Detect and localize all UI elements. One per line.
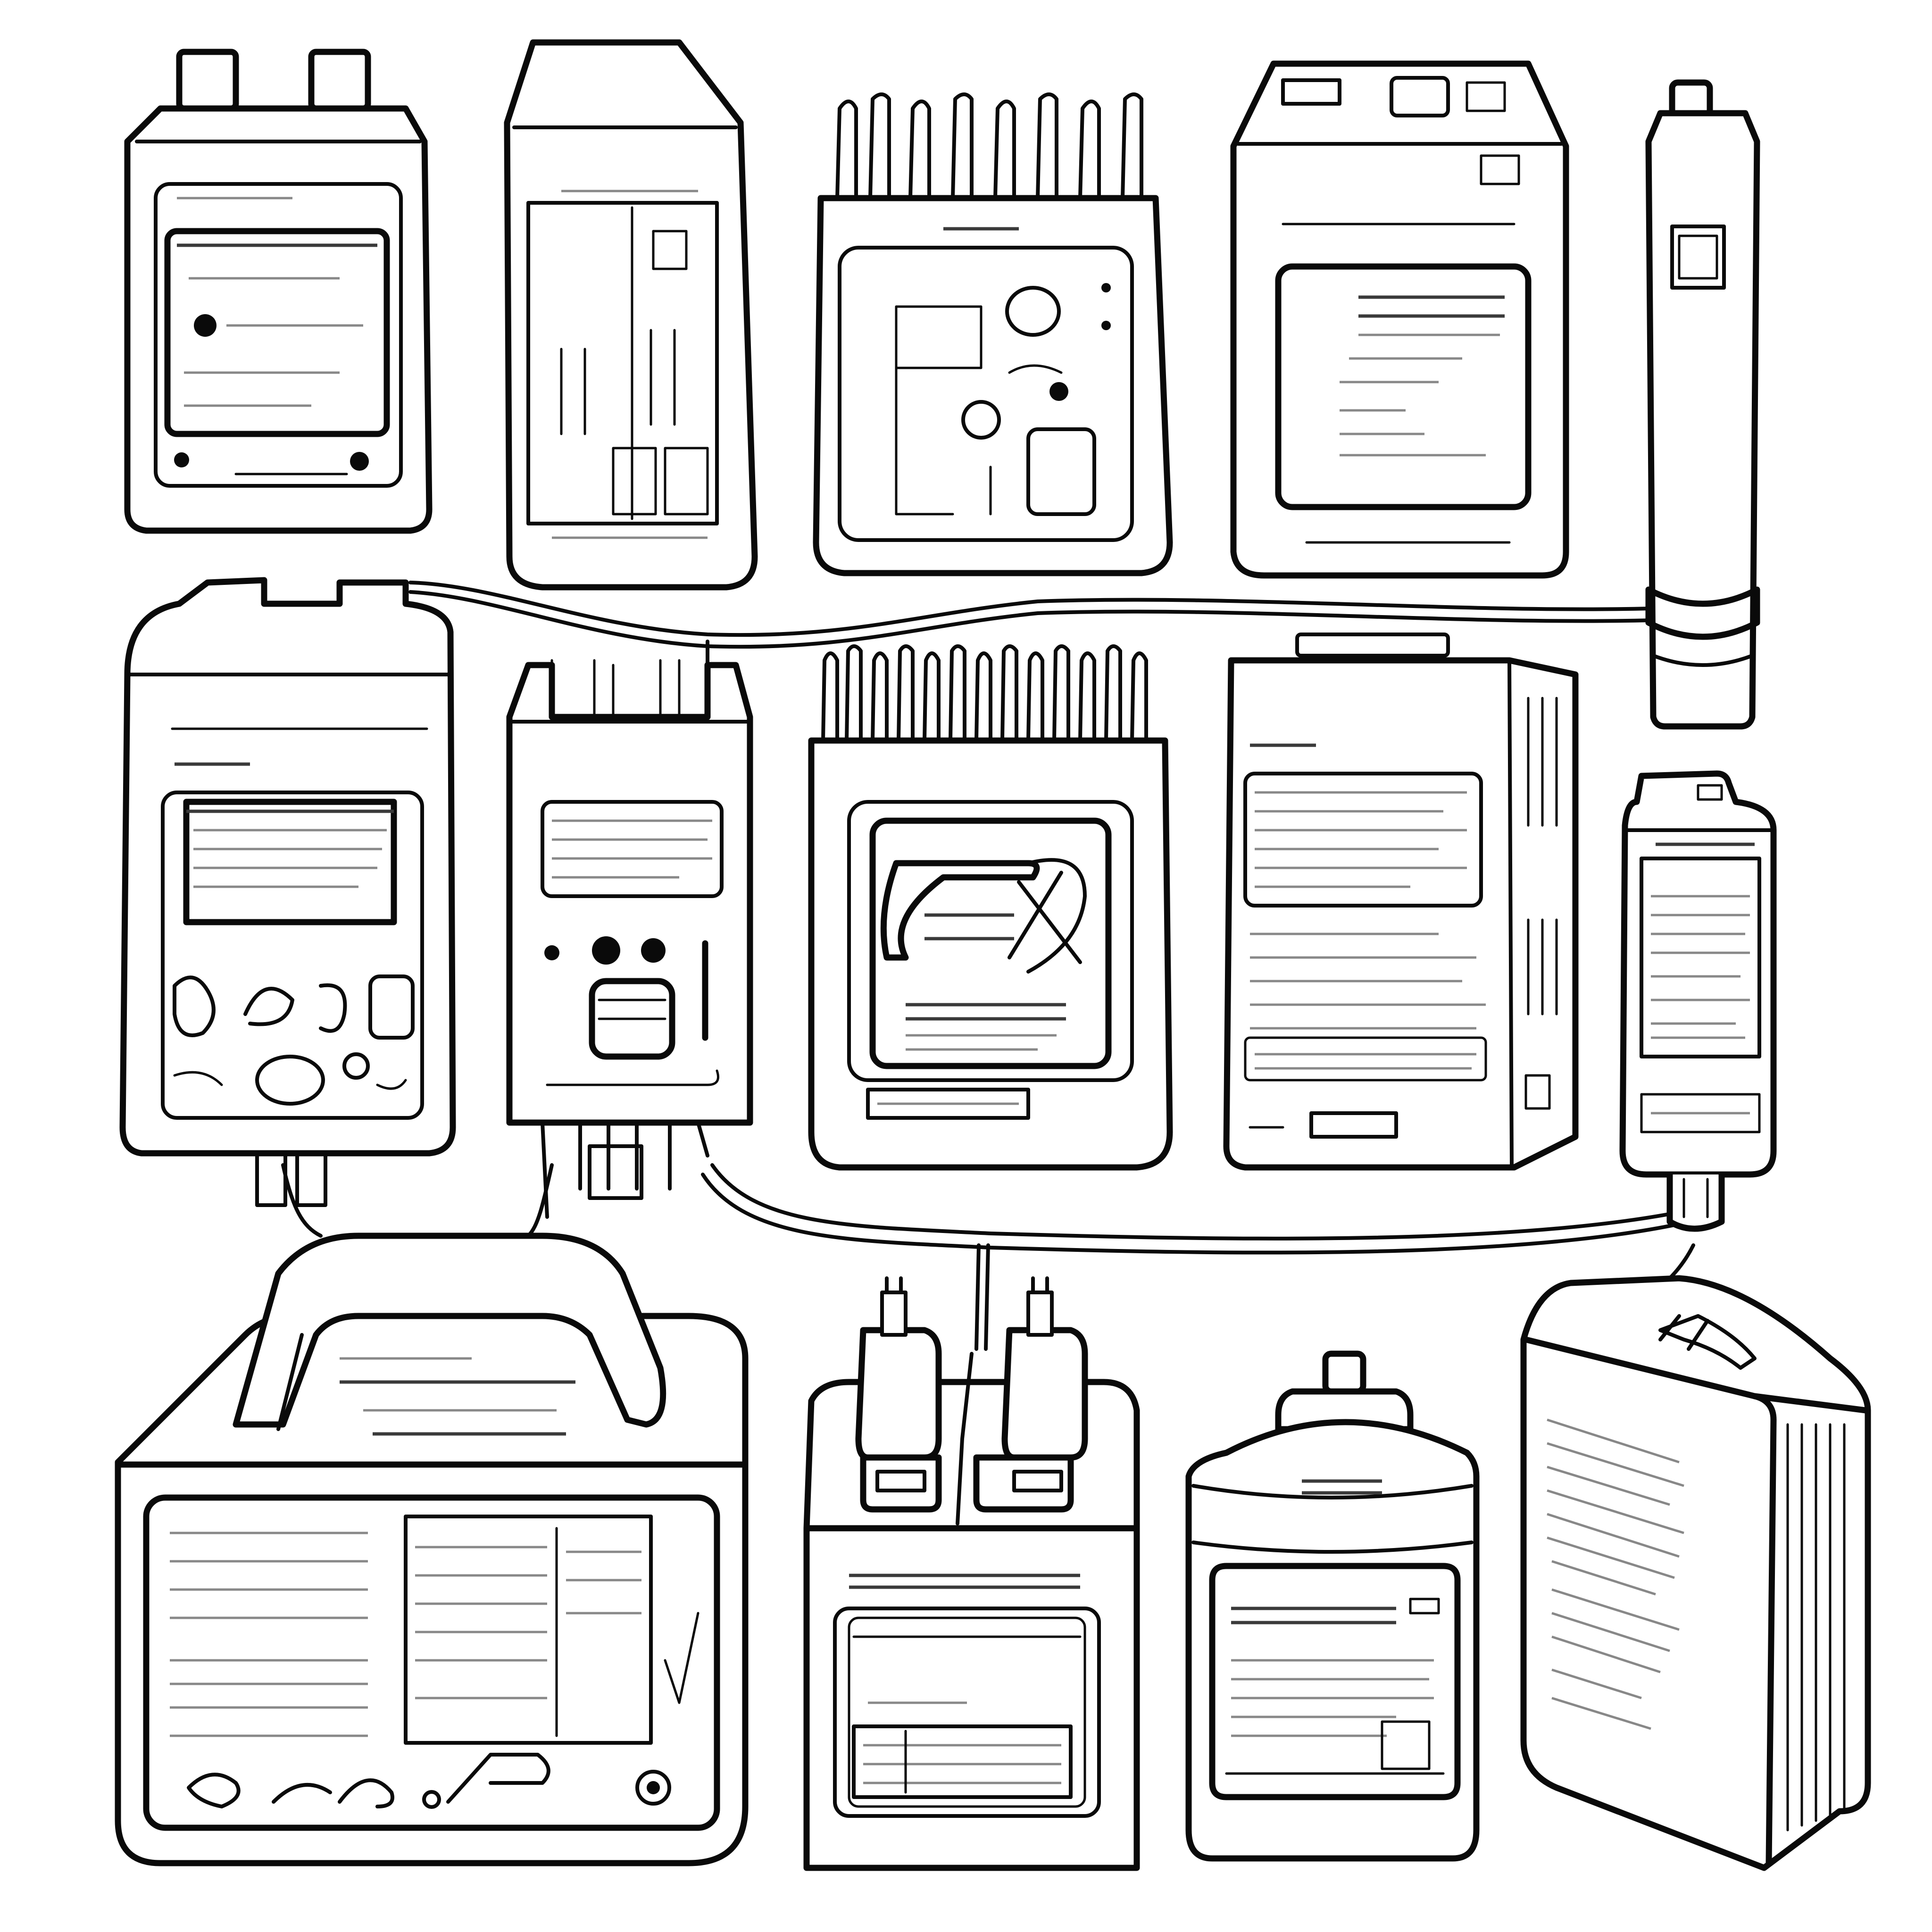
plug-icon [803, 1276, 1140, 1871]
cylinder-battery-icon [1645, 79, 1760, 730]
cables [281, 581, 1695, 1351]
device-icon [808, 644, 1173, 1171]
monitor-box-icon [1230, 60, 1569, 579]
charger-icon [504, 39, 758, 591]
battery-pack-icon [124, 49, 433, 534]
connector-icon [506, 659, 753, 1219]
box-icon [1223, 633, 1579, 1171]
battery-icon [1619, 770, 1777, 1232]
control-panel-icon [119, 577, 456, 1207]
device-icon [813, 92, 1173, 576]
carry-case-icon [115, 1232, 749, 1866]
canister-icon [1185, 1350, 1480, 1862]
box-icon [1520, 1275, 1871, 1871]
